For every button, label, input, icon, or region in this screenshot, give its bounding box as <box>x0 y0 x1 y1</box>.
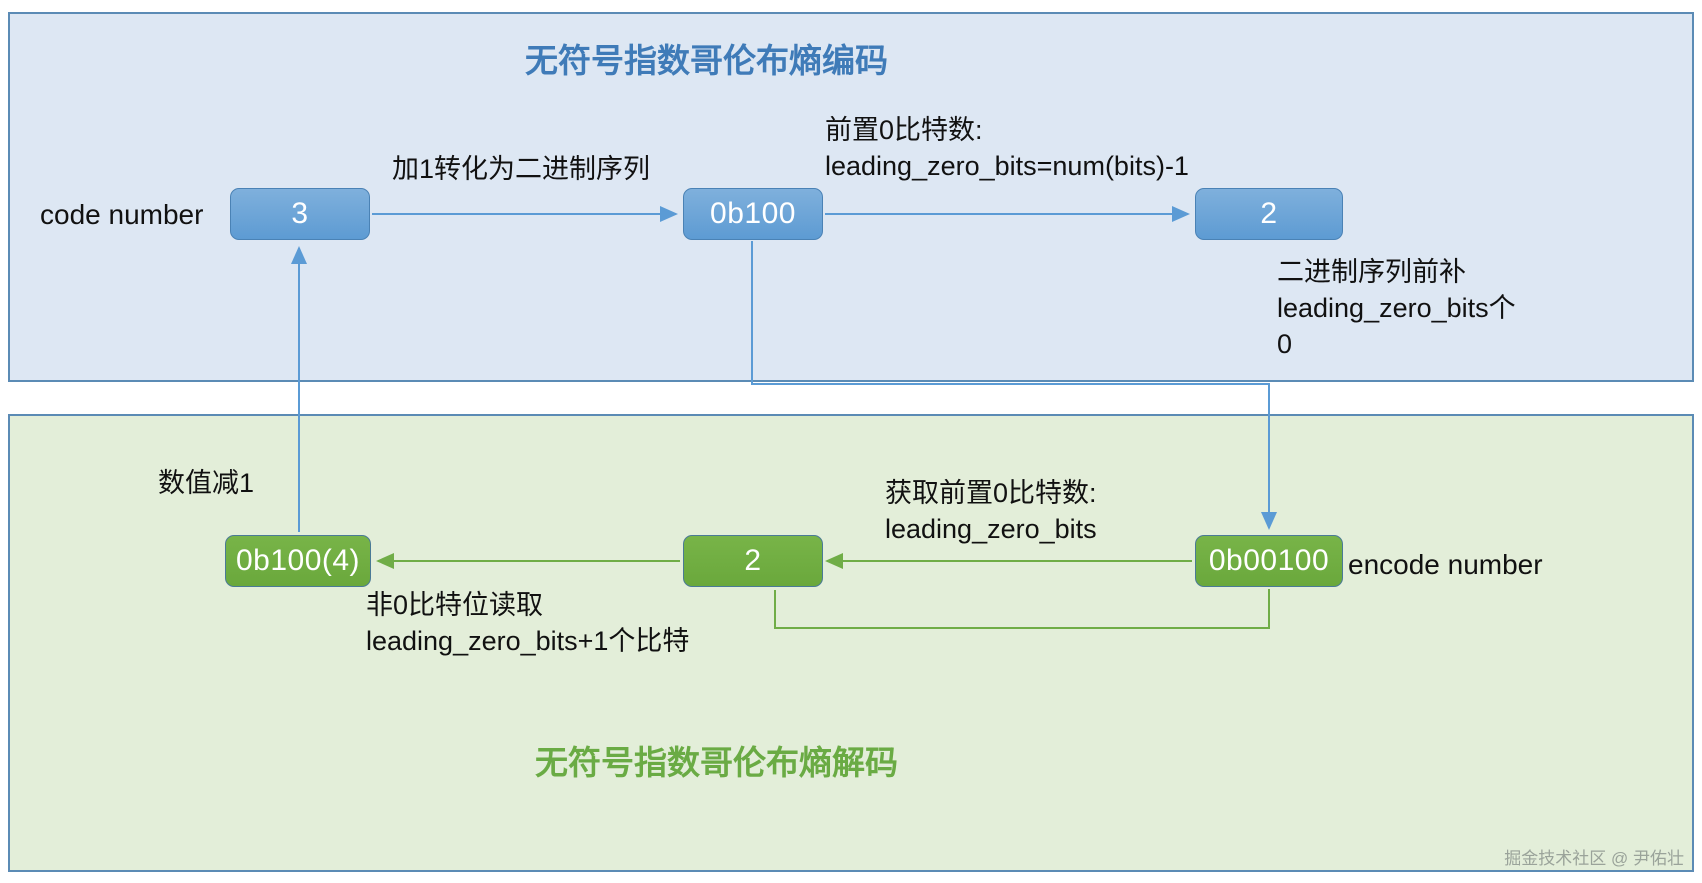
node-decoded-value[interactable]: 0b100(4) <box>225 535 371 587</box>
caption-prepend-line3: 0 <box>1277 328 1293 359</box>
caption-read-bits-line2: leading_zero_bits+1个比特 <box>366 625 690 656</box>
watermark: 掘金技术社区 @ 尹佑壮 <box>1504 849 1684 868</box>
caption-get-leading-zero-bits: 获取前置0比特数: leading_zero_bits <box>885 476 1097 548</box>
node-encode-number[interactable]: 0b00100 <box>1195 535 1343 587</box>
caption-read-bits-line1: 非0比特位读取 <box>366 590 544 620</box>
decode-panel-title: 无符号指数哥伦布熵解码 <box>535 744 898 781</box>
node-leading-zero-bits-encode[interactable]: 2 <box>1195 188 1343 240</box>
encode-number-label: encode number <box>1348 549 1543 580</box>
caption-prepend-line1: 二进制序列前补 <box>1277 257 1466 287</box>
encode-panel-title: 无符号指数哥伦布熵编码 <box>525 42 888 79</box>
node-binary-sequence[interactable]: 0b100 <box>683 188 823 240</box>
decode-panel <box>8 414 1694 872</box>
node-leading-zero-bits-decode[interactable]: 2 <box>683 535 823 587</box>
caption-prepend-line2: leading_zero_bits个 <box>1277 292 1516 323</box>
caption-prepend-zeros: 二进制序列前补 leading_zero_bits个 0 <box>1277 255 1547 363</box>
caption-get-lzb-line2: leading_zero_bits <box>885 513 1097 544</box>
caption-leading-zero-line1: 前置0比特数: <box>825 115 983 145</box>
caption-minus-one: 数值减1 <box>158 468 255 498</box>
caption-get-lzb-line1: 获取前置0比特数: <box>885 478 1097 508</box>
code-number-label: code number <box>40 199 204 230</box>
caption-leading-zero-bits: 前置0比特数: leading_zero_bits=num(bits)-1 <box>825 113 1189 185</box>
caption-read-bits: 非0比特位读取 leading_zero_bits+1个比特 <box>366 588 786 660</box>
node-code-number[interactable]: 3 <box>230 188 370 240</box>
caption-leading-zero-line2: leading_zero_bits=num(bits)-1 <box>825 150 1189 181</box>
caption-add-one-to-binary: 加1转化为二进制序列 <box>392 154 651 184</box>
